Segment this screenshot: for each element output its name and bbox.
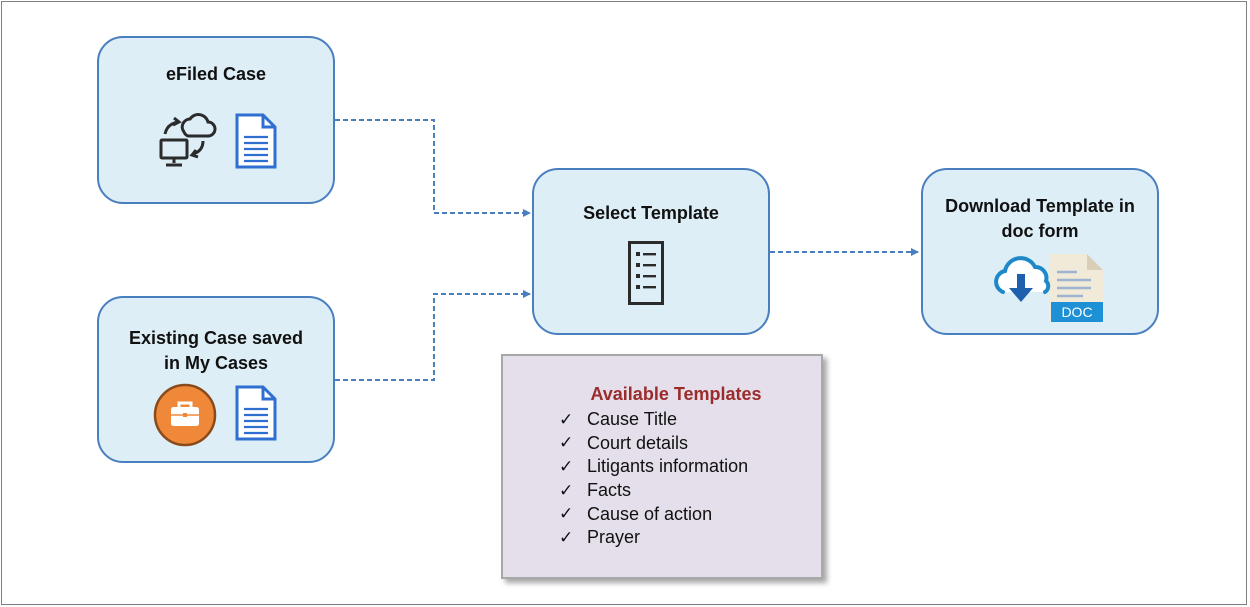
doc-badge-label: DOC — [1061, 304, 1092, 320]
node-efiled-title: eFiled Case — [165, 64, 267, 84]
cloud-download-icon — [994, 256, 1051, 302]
template-item: ✓ Prayer — [559, 526, 748, 550]
node-existing-title-line2: in My Cases — [163, 353, 269, 373]
node-efiled-case: eFiled Case — [97, 36, 335, 204]
template-item-label: Prayer — [587, 527, 641, 548]
check-icon: ✓ — [559, 504, 574, 525]
template-item: ✓ Cause Title — [559, 408, 748, 432]
connector-existing-to-select — [335, 290, 531, 381]
template-item: ✓ Litigants information — [559, 455, 748, 479]
doc-file-icon: DOC — [1049, 254, 1103, 322]
template-item-label: Court details — [587, 432, 689, 453]
node-download-title-line1: Download Template in — [945, 196, 1135, 216]
available-templates-title: Available Templates — [590, 384, 762, 404]
check-icon: ✓ — [559, 433, 574, 454]
template-item-label: Facts — [587, 480, 632, 501]
node-select-template: Select Template — [532, 168, 770, 335]
computer-cloud-sync-icon — [159, 113, 217, 167]
available-templates-box: Available Templates ✓ Cause Title ✓ Cour… — [501, 354, 823, 579]
check-icon: ✓ — [559, 480, 574, 501]
list-template-icon — [628, 241, 664, 305]
document-icon — [235, 113, 277, 169]
template-item-label: Cause Title — [587, 409, 678, 430]
node-select-title: Select Template — [583, 203, 719, 223]
node-download-title-line2: doc form — [1001, 221, 1079, 241]
template-item-label: Cause of action — [587, 503, 713, 524]
check-icon: ✓ — [559, 409, 574, 430]
check-icon: ✓ — [559, 527, 574, 548]
template-item: ✓ Facts — [559, 479, 748, 503]
available-templates-list: ✓ Cause Title ✓ Court details ✓ Litigant… — [559, 408, 748, 550]
template-item-label: Litigants information — [587, 456, 749, 477]
template-item: ✓ Cause of action — [559, 502, 748, 526]
node-existing-title-line1: Existing Case saved — [128, 328, 304, 348]
document-icon — [235, 385, 277, 441]
briefcase-icon — [153, 383, 217, 447]
node-download-template: Download Template in doc form DOC — [921, 168, 1159, 335]
connector-efiled-to-select — [335, 119, 531, 217]
check-icon: ✓ — [559, 456, 574, 477]
node-existing-case: Existing Case saved in My Cases — [97, 296, 335, 463]
template-item: ✓ Court details — [559, 432, 748, 456]
